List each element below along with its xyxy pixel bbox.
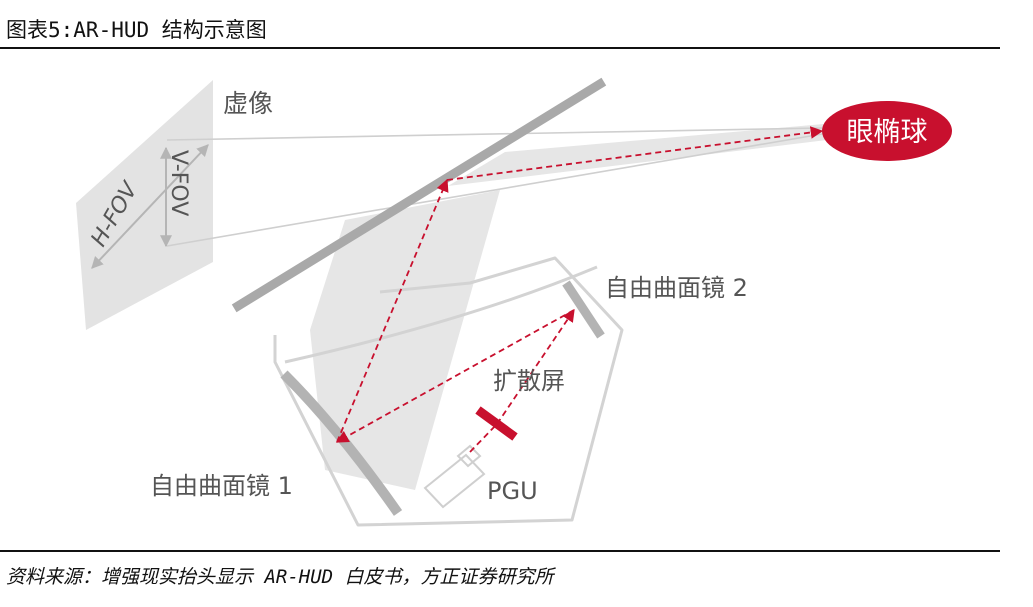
hud-housing-outline — [273, 256, 624, 527]
fov-line-lower — [166, 133, 823, 247]
pgu-light-path — [469, 423, 498, 453]
virtual-image-panel — [76, 80, 213, 330]
freeform-mirror-1-label: 自由曲面镜 1 — [150, 472, 293, 500]
v-fov-label: V-FOV — [166, 150, 191, 216]
figure-title: 图表5:AR-HUD 结构示意图 — [6, 18, 267, 42]
housing-curve — [284, 265, 598, 364]
figure-source: 资料来源：增强现实抬头显示 AR-HUD 白皮书，方正证券研究所 — [6, 566, 554, 588]
freeform-mirror-2-label: 自由曲面镜 2 — [605, 274, 748, 302]
beam-lower-region — [310, 190, 500, 490]
fov-line-upper — [166, 127, 823, 141]
ray-diffuser-to-mirror2 — [496, 308, 575, 425]
freeform-mirror-2 — [562, 280, 605, 339]
virtual-image-label: 虚像 — [223, 89, 273, 118]
eye-ellipsoid-label: 眼椭球 — [847, 117, 928, 148]
eye-ellipsoid — [822, 101, 952, 161]
top-divider — [0, 47, 1000, 49]
h-fov-arrow — [91, 144, 209, 269]
ray-mirror1-to-windshield — [336, 178, 449, 443]
ray-mirror2-to-mirror1 — [335, 309, 575, 443]
ar-hud-diagram: 虚像 眼椭球 H-FOV V-FOV 自由曲面镜 2 扩散屏 自由曲面镜 1 P… — [76, 77, 952, 527]
beam-upper-region — [448, 123, 835, 186]
ray-windshield-to-eye — [446, 126, 824, 181]
pgu-label: PGU — [487, 477, 538, 505]
pgu-device — [423, 444, 486, 509]
diffuser-label: 扩散屏 — [493, 367, 565, 395]
bottom-divider — [0, 550, 1000, 552]
windshield — [231, 77, 607, 313]
